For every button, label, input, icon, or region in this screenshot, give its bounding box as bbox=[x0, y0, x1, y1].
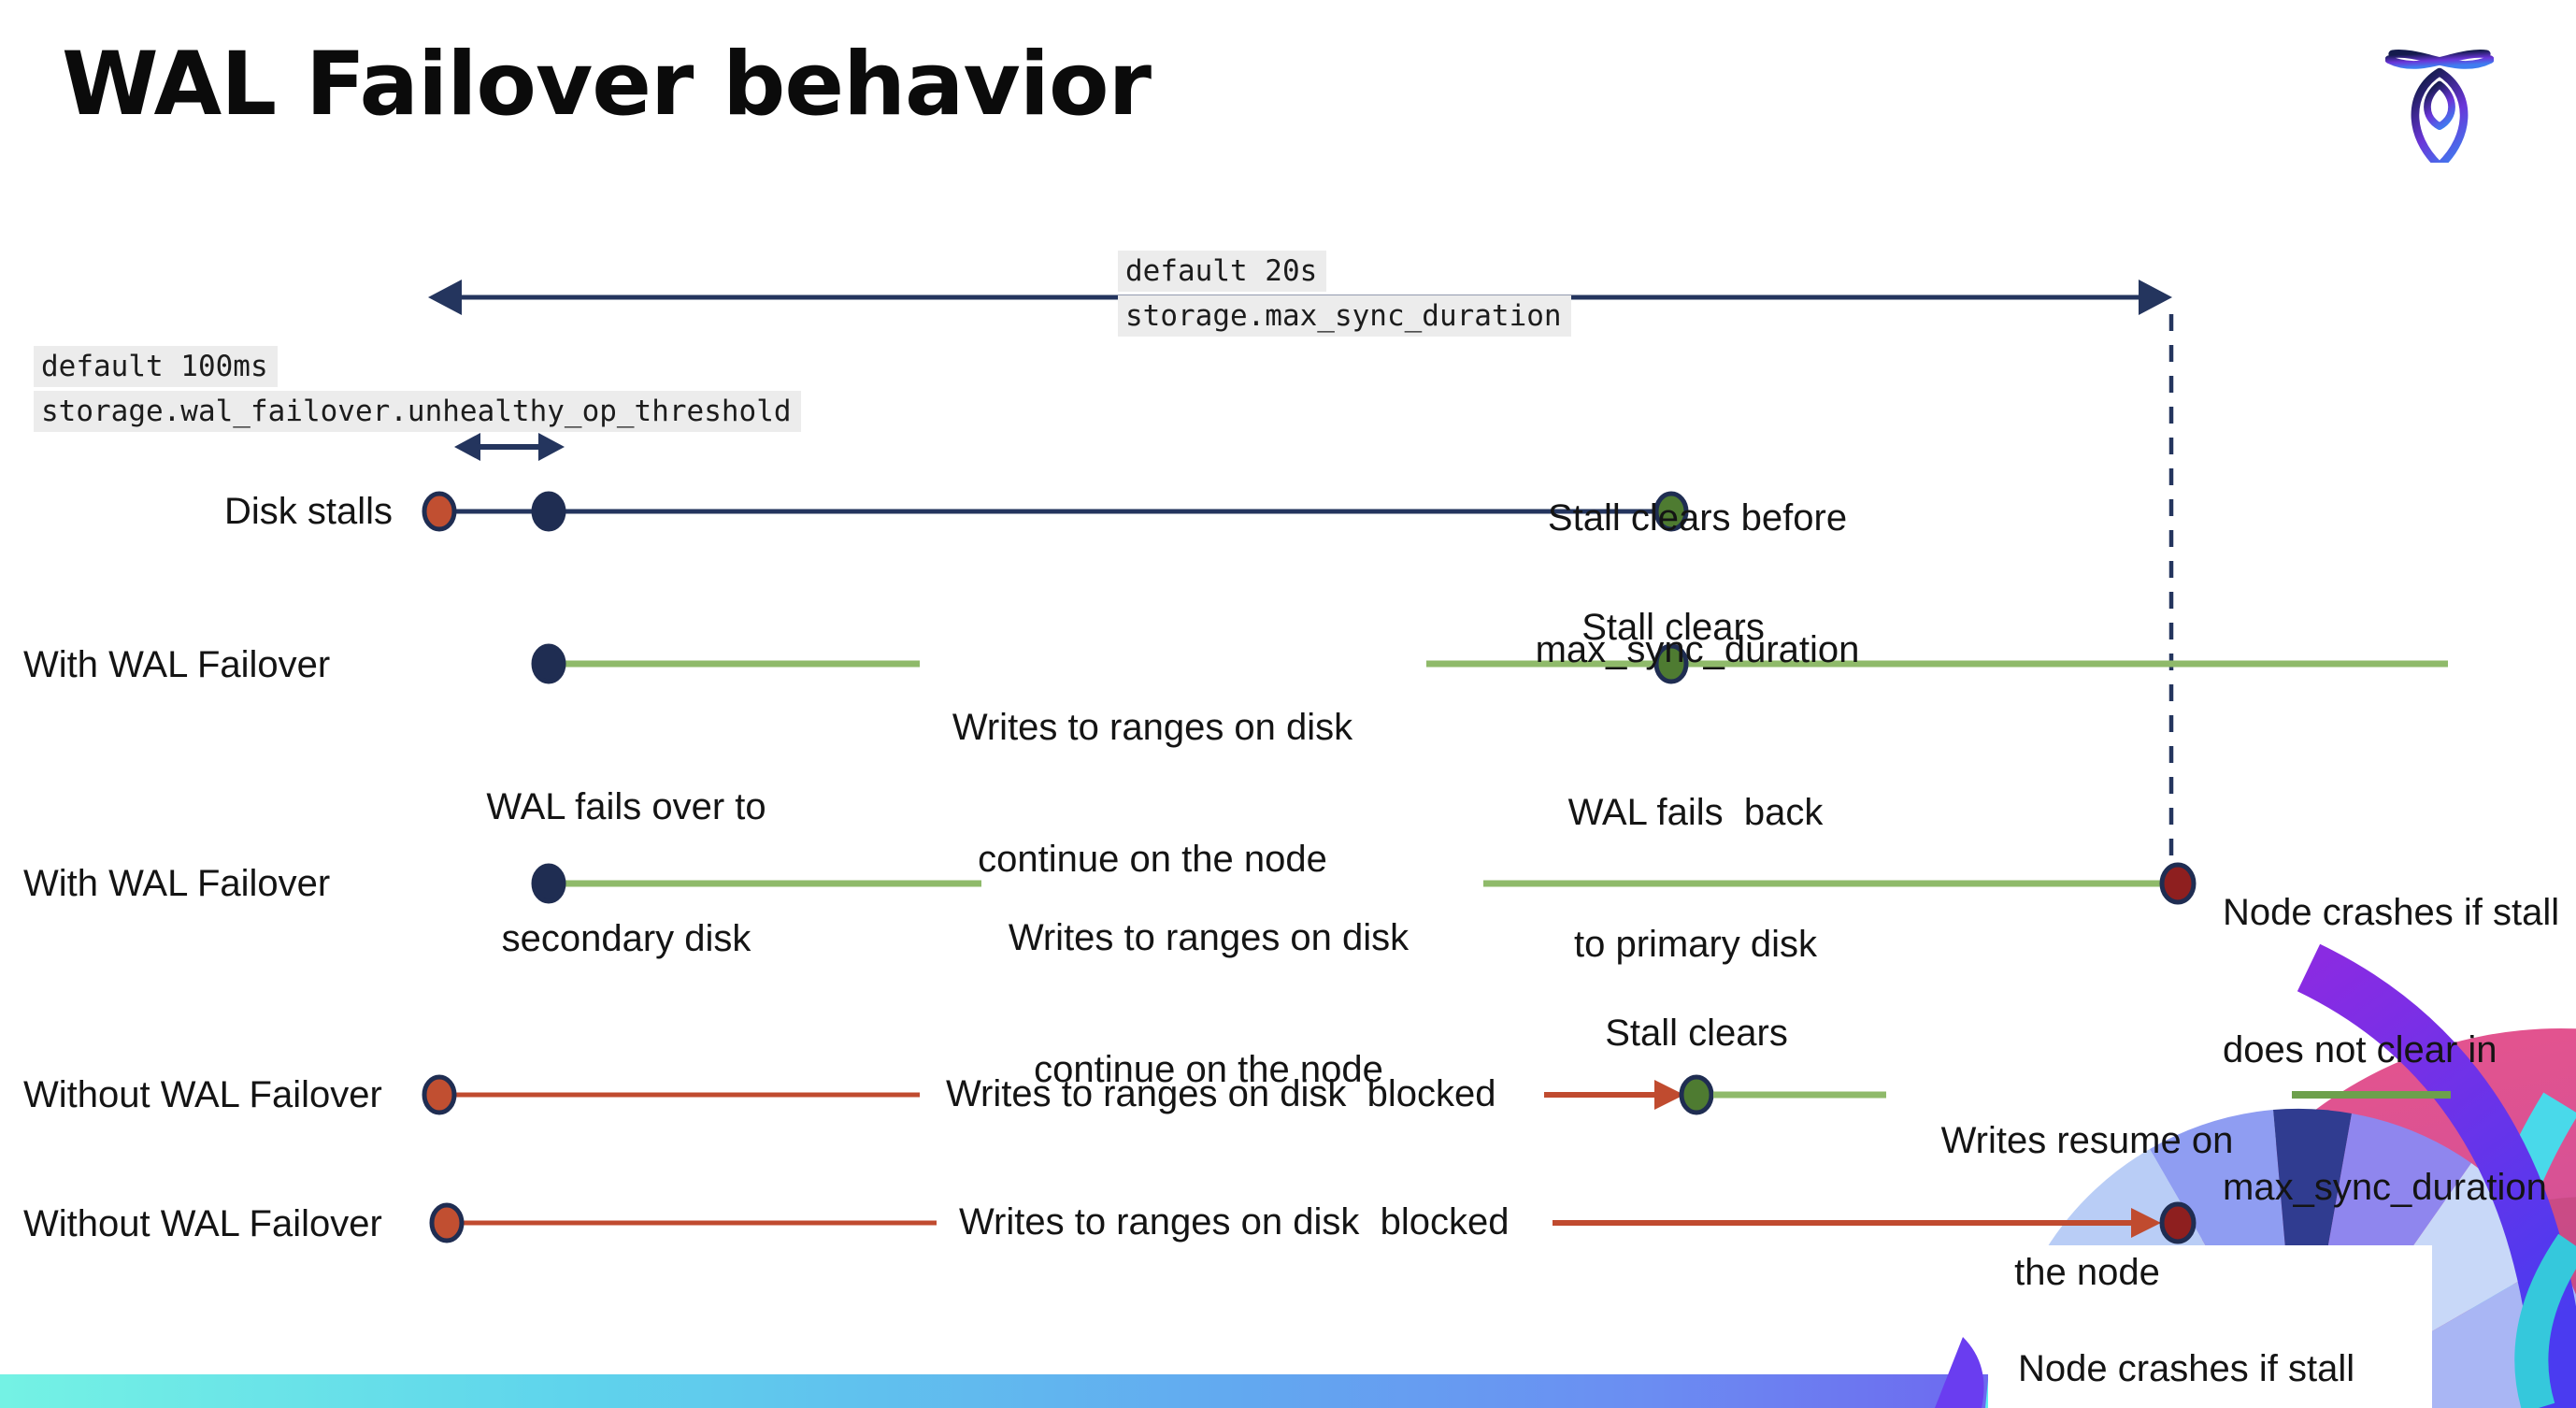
page-title: WAL Failover behavior bbox=[62, 34, 1152, 136]
max-sync-setting-label: default 20s storage.max_sync_duration bbox=[1118, 251, 1571, 340]
note-line: continue on the node bbox=[978, 839, 1327, 880]
stall-start-dot bbox=[429, 1202, 465, 1243]
note-stall-clears-1: Stall clears bbox=[1581, 607, 1765, 648]
note-line: Writes resume on bbox=[1940, 1120, 2234, 1161]
cockroachdb-logo-icon bbox=[2385, 50, 2494, 163]
note-line: WAL fails over to bbox=[486, 786, 766, 827]
antenna-right bbox=[2388, 50, 2494, 69]
stall-start-dot bbox=[422, 491, 457, 532]
small-arrowhead-right bbox=[538, 433, 565, 461]
unhealthy-op-setting-label: default 100ms storage.wal_failover.unhea… bbox=[34, 346, 801, 436]
purple-band bbox=[2297, 943, 2576, 1408]
note-wal-fails-over: WAL fails over to secondary disk bbox=[458, 697, 794, 1049]
note-line: does not clear in bbox=[2223, 1029, 2497, 1070]
stall-clear-dot bbox=[1679, 1074, 1714, 1115]
purple-sliver bbox=[1935, 1337, 1984, 1408]
note-line: Stall clears before bbox=[1547, 497, 1848, 539]
note-writes-continue-1: Writes to ranges on disk continue on the… bbox=[923, 618, 1381, 970]
note-writes-continue-2: Writes to ranges on disk continue on the… bbox=[980, 828, 1438, 1180]
row-label-without-wal-1: Without WAL Failover bbox=[23, 1074, 382, 1115]
failover-dot bbox=[531, 643, 566, 684]
max-sync-default: default 20s bbox=[1118, 251, 1327, 292]
unhealthy-op-name: storage.wal_failover.unhealthy_op_thresh… bbox=[34, 391, 801, 432]
note-line: max_sync_duration bbox=[2223, 1167, 2547, 1208]
small-arrowhead-left bbox=[454, 433, 480, 461]
note-writes-blocked-2: Writes to ranges on disk blocked bbox=[959, 1201, 1510, 1243]
note-wal-fails-back: WAL fails back to primary disk bbox=[1537, 703, 1854, 1055]
unhealthy-op-default: default 100ms bbox=[34, 346, 278, 387]
note-line: WAL fails back bbox=[1567, 792, 1824, 833]
note-line: secondary disk bbox=[501, 918, 751, 959]
max-sync-name: storage.max_sync_duration bbox=[1118, 295, 1571, 337]
body-outline bbox=[2411, 67, 2469, 163]
note-line: Writes to ranges on disk bbox=[1008, 917, 1410, 958]
note-line: the node bbox=[2014, 1252, 2160, 1293]
note-line: to primary disk bbox=[1573, 924, 1818, 965]
cyan-arc-small bbox=[2514, 1233, 2576, 1408]
note-node-crashes-with-wal: Node crashes if stall does not clear in … bbox=[2223, 798, 2576, 1302]
inner-leaf bbox=[2424, 80, 2455, 130]
failover-threshold-dot bbox=[531, 491, 566, 532]
row-label-with-wal-2: With WAL Failover bbox=[23, 863, 331, 904]
node-crash-callout-box: Node crashes if stall does not clear in … bbox=[1988, 1245, 2432, 1408]
stall-start-dot bbox=[422, 1074, 457, 1115]
arrowhead-right bbox=[2139, 280, 2172, 315]
note-writes-blocked-1: Writes to ranges on disk blocked bbox=[946, 1073, 1496, 1114]
arrowhead-left bbox=[428, 280, 462, 315]
row-label-with-wal-1: With WAL Failover bbox=[23, 644, 331, 685]
blocked-arrowhead bbox=[1654, 1080, 1684, 1110]
note-line: Node crashes if stall bbox=[2223, 892, 2560, 933]
note-line: Writes to ranges on disk bbox=[952, 707, 1353, 748]
row-label-disk-stalls: Disk stalls bbox=[223, 491, 393, 532]
note-writes-resume: Writes resume on the node bbox=[1924, 1031, 2251, 1383]
node-crash-boxed-line1: Node crashes if stall bbox=[2018, 1348, 2355, 1389]
note-line: continue on the node bbox=[1034, 1049, 1383, 1090]
note-stall-clears-2: Stall clears bbox=[1605, 1013, 1788, 1054]
crash-dot bbox=[2159, 862, 2197, 905]
row-label-without-wal-2: Without WAL Failover bbox=[23, 1203, 382, 1244]
unhealthy-op-threshold-arrow bbox=[454, 433, 565, 461]
